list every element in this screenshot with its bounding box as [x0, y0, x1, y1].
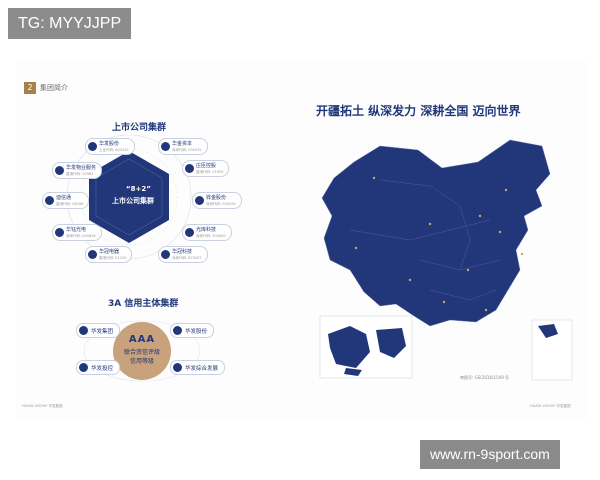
credit-entity-pill[interactable]: 华发综合发展: [170, 360, 226, 375]
company-pill[interactable]: 华钰光电深圳代码: 000628: [52, 224, 102, 241]
aaa-rating-badge: AAA 联合资信评级 信用等级: [113, 322, 171, 380]
credit-entity-pill[interactable]: 华发投控: [76, 360, 121, 375]
credit-entity-pill[interactable]: 华发集团: [76, 323, 121, 338]
company-pill[interactable]: 华冠电器香港代码: 01100: [85, 246, 133, 263]
entity-dot-icon: [173, 363, 182, 372]
company-pill[interactable]: 华冠科技深圳代码: 870457: [158, 246, 208, 263]
entity-dot-icon: [173, 326, 182, 335]
entity-dot-icon: [79, 363, 88, 372]
company-dot-icon: [45, 196, 54, 205]
section-number-badge: 2: [24, 82, 36, 94]
company-pill[interactable]: 铧金股份深圳代码: 000529: [192, 192, 242, 209]
listed-center-line1: “8+2”: [126, 185, 151, 193]
company-dot-icon: [195, 196, 204, 205]
footer-left: HUAFA GROUP 华发集团: [22, 404, 63, 408]
company-dot-icon: [185, 164, 194, 173]
footer-right: HUAFA GROUP 华发集团: [530, 404, 571, 408]
map-headline: 开疆拓土 纵深发力 深耕全国 迈向世界: [316, 104, 521, 118]
company-dot-icon: [161, 142, 170, 151]
company-dot-icon: [161, 250, 170, 259]
listed-cluster-title: 上市公司集群: [112, 123, 167, 133]
company-dot-icon: [55, 166, 64, 175]
company-pill[interactable]: 庄臣控股香港代码: 01955: [182, 160, 230, 177]
company-pill[interactable]: 光库科技深圳代码: 300620: [182, 224, 232, 241]
company-pill[interactable]: 华发股份上证代码: 600325: [85, 138, 135, 155]
map-approval-note: 审图号: GS(2016)1549 号: [460, 375, 510, 380]
entity-dot-icon: [79, 326, 88, 335]
company-dot-icon: [88, 142, 97, 151]
company-dot-icon: [55, 228, 64, 237]
company-dot-icon: [185, 228, 194, 237]
listed-center-line2: 上市公司集群: [112, 197, 154, 205]
company-dot-icon: [88, 250, 97, 259]
section-label: 集团简介: [40, 84, 68, 92]
credit-cluster-ring: [83, 320, 201, 382]
company-pill[interactable]: 华金资本深圳代码: 000532: [158, 138, 208, 155]
china-map: [319, 139, 573, 381]
site-url-badge[interactable]: www.rn-9sport.com: [420, 440, 560, 469]
credit-entity-pill[interactable]: 华发股份: [170, 323, 215, 338]
company-pill[interactable]: 华发物业服务香港代码: 00982: [52, 162, 103, 179]
watermark-tag: TG: MYYJJPP: [8, 8, 132, 39]
company-pill[interactable]: 迪信通香港代码: 06188: [42, 192, 90, 209]
credit-cluster-title: 3A 信用主体集群: [108, 299, 179, 309]
